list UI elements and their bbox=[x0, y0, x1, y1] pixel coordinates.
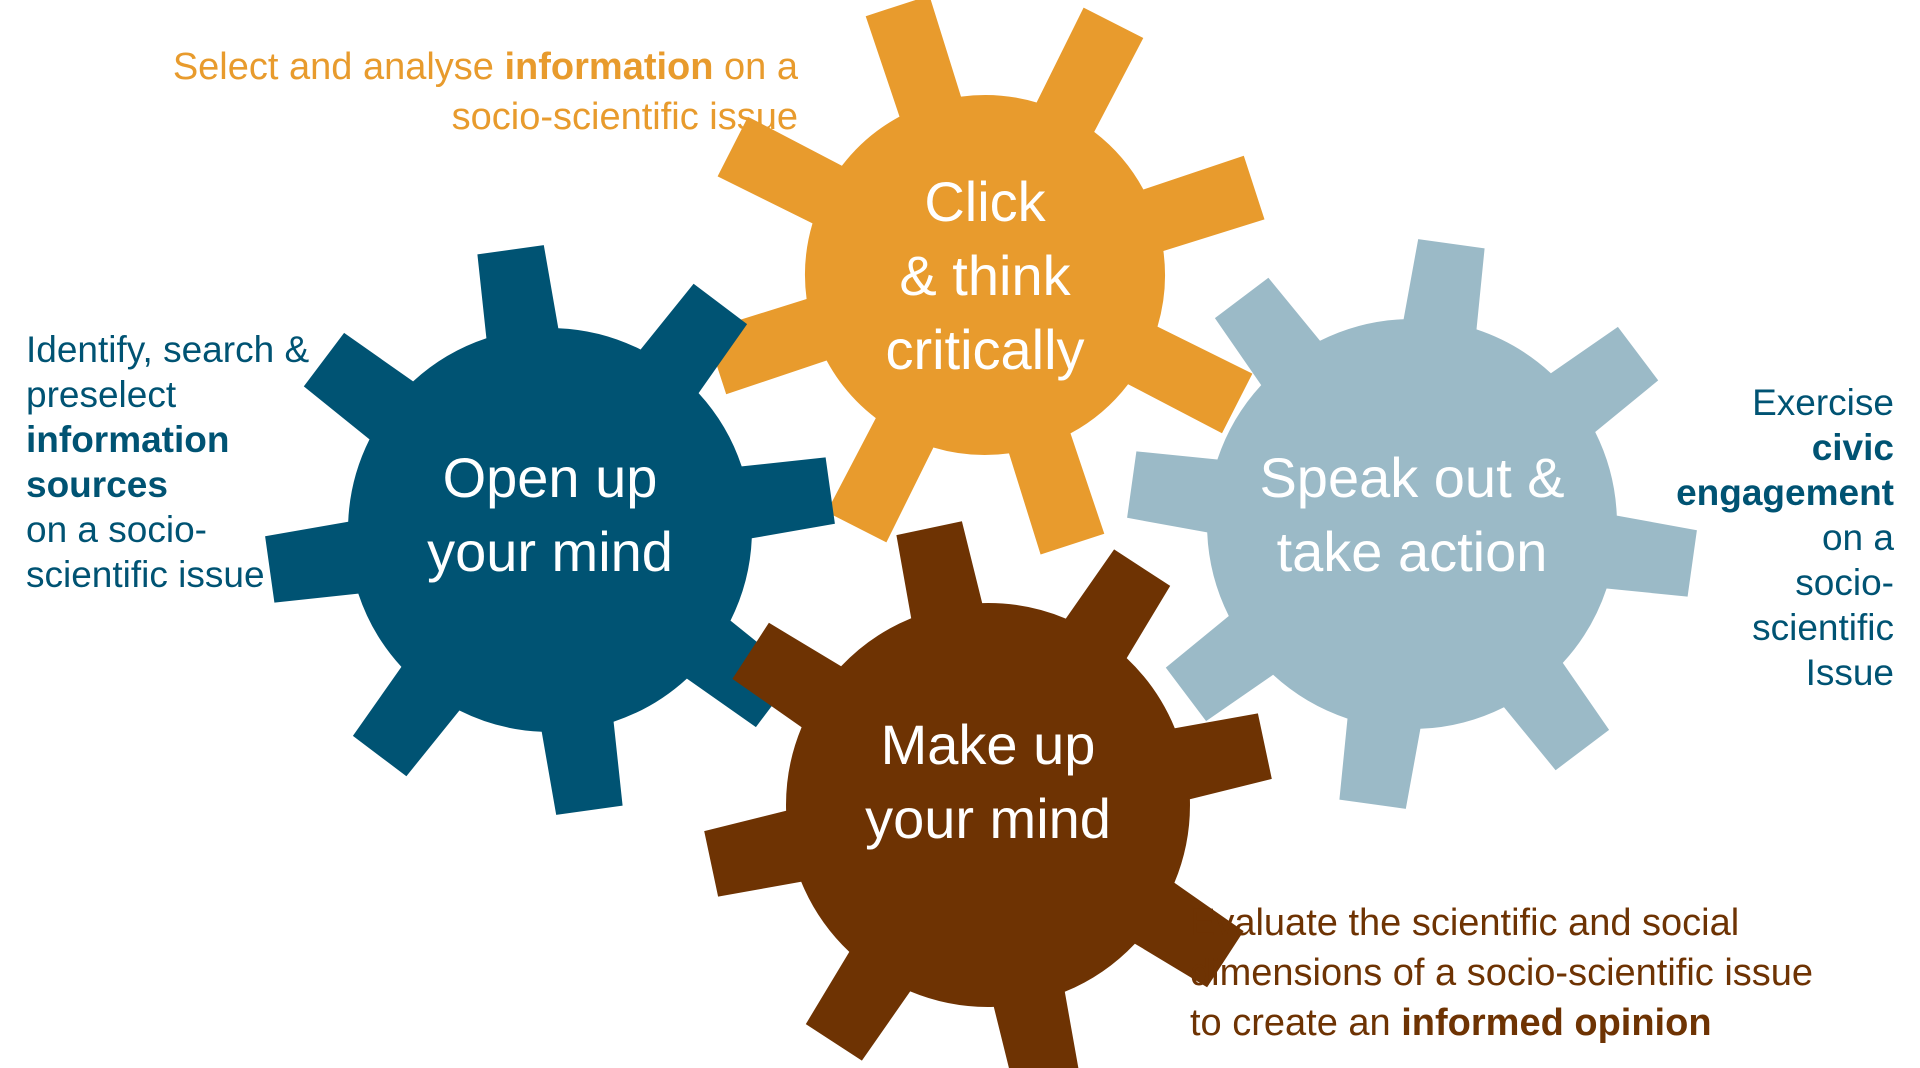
gear-label-line: Speak out & bbox=[1259, 446, 1565, 509]
description-line: information bbox=[26, 417, 309, 462]
gear-speak-out-take-action bbox=[1127, 239, 1697, 809]
gear-label-line: Click bbox=[924, 170, 1046, 233]
description-line: sources bbox=[26, 462, 309, 507]
gear-click-think-critically bbox=[705, 0, 1265, 555]
description-bold-text: civic bbox=[1811, 427, 1894, 468]
gear-label-line: Make up bbox=[880, 713, 1096, 776]
description-line: socio- bbox=[1795, 562, 1894, 603]
gear-label-speak: Speak out & take action bbox=[1259, 441, 1564, 589]
description-click-think: Select and analyse information on a soci… bbox=[148, 42, 798, 142]
description-line: preselect bbox=[26, 374, 177, 415]
description-line: scientific bbox=[1752, 607, 1894, 648]
description-line: Evaluate the scientific and social bbox=[1190, 902, 1740, 944]
description-bold-text: sources bbox=[26, 464, 168, 505]
description-line: to create an informed opinion bbox=[1190, 998, 1813, 1048]
gear-label-make: Make up your mind bbox=[865, 708, 1111, 856]
gear-label-line: take action bbox=[1276, 520, 1548, 583]
gear-label-line: & think bbox=[899, 244, 1071, 307]
description-line: on a bbox=[1821, 517, 1894, 558]
description-line: scientific issue bbox=[26, 554, 265, 595]
gear-open-up-your-mind bbox=[265, 245, 835, 815]
description-line: Identify, search & bbox=[26, 329, 310, 370]
description-bold-text: informed opinion bbox=[1401, 1002, 1712, 1044]
description-bold-text: information bbox=[504, 46, 714, 88]
description-line: civic bbox=[1600, 425, 1894, 470]
gear-label-open: Open up your mind bbox=[427, 441, 673, 589]
gear-label-line: your mind bbox=[865, 787, 1111, 850]
description-open-mind: Identify, search & preselect information… bbox=[26, 327, 309, 597]
description-line: Issue bbox=[1805, 652, 1894, 693]
description-text: on a bbox=[713, 46, 798, 88]
description-line: Select and analyse information on a bbox=[148, 42, 798, 92]
description-speak-out: Exercise civic engagement on a socio- sc… bbox=[1600, 380, 1894, 695]
gear-make-up-your-mind bbox=[704, 521, 1272, 1068]
description-bold-text: information bbox=[26, 419, 230, 460]
description-line: socio-scientific issue bbox=[451, 96, 798, 138]
gear-label-click: Click & think critically bbox=[885, 165, 1084, 387]
description-make-up-mind: Evaluate the scientific and social dimen… bbox=[1190, 898, 1813, 1048]
description-text: Select and analyse bbox=[172, 46, 505, 88]
gear-label-line: Open up bbox=[442, 446, 658, 509]
description-line: engagement bbox=[1600, 470, 1894, 515]
description-line: dimensions of a socio-scientific issue bbox=[1190, 952, 1814, 994]
description-line: Exercise bbox=[1752, 382, 1894, 423]
description-text: to create an bbox=[1190, 1002, 1402, 1044]
description-line: on a socio- bbox=[26, 509, 207, 550]
gear-label-line: your mind bbox=[427, 520, 673, 583]
gear-label-line: critically bbox=[885, 318, 1085, 381]
description-bold-text: engagement bbox=[1676, 472, 1894, 513]
